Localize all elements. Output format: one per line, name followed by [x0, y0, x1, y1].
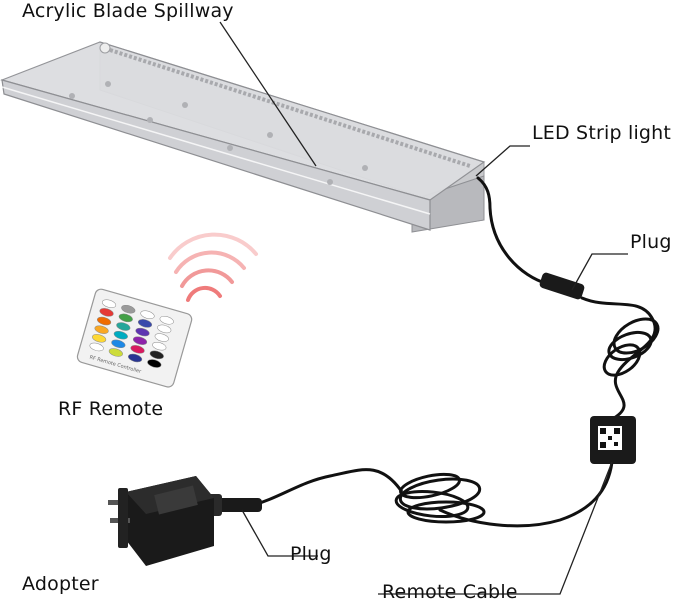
remote-button: [147, 359, 162, 368]
remote-button: [94, 325, 109, 334]
remote-button: [113, 330, 128, 340]
led-strip: [109, 48, 471, 168]
adapter-plug-connector: [208, 494, 262, 516]
spillway-illustration: [0, 41, 486, 233]
remote-button: [157, 324, 172, 334]
remote-button: [121, 305, 136, 314]
label-plug-top: Plug: [630, 231, 672, 253]
remote-button: [89, 342, 104, 352]
remote-button: [111, 339, 126, 349]
remote-button: [101, 299, 117, 308]
label-adopter: Adopter: [22, 573, 99, 595]
label-remote-cable: Remote Cable: [382, 581, 518, 603]
label-rf-remote: RF Remote: [58, 398, 164, 420]
power-adapter: [108, 476, 214, 566]
label-plug-bottom: Plug: [290, 543, 332, 565]
remote-button: [149, 350, 164, 360]
remote-button: [130, 345, 145, 354]
leader-lines: [219, 21, 628, 595]
remote-button: [97, 316, 112, 326]
remote-button: [99, 308, 114, 317]
remote-button: [135, 327, 150, 337]
remote-button: [140, 310, 155, 319]
label-acrylic-blade-spillway: Acrylic Blade Spillway: [22, 0, 234, 22]
remote-button: [154, 333, 169, 342]
rf-remote-control: RF Remote Controller: [76, 288, 193, 388]
rf-signal-icon: [168, 232, 258, 302]
remote-button: [137, 319, 153, 328]
spillway-acrylic-blade: [0, 41, 486, 201]
remote-button: [152, 341, 167, 351]
cable-plug-connector: [539, 272, 585, 300]
remote-button: [132, 336, 148, 345]
remote-button: [128, 353, 143, 363]
spillway-front-lip: [1, 79, 431, 231]
remote-button: [108, 348, 123, 357]
remote-button: [116, 322, 131, 331]
rf-controller-box: [590, 416, 636, 464]
cable-coil-upper: [602, 317, 660, 377]
label-led-strip-light: LED Strip light: [532, 122, 672, 144]
cable-coil-lower: [249, 468, 486, 524]
remote-button: [118, 313, 133, 323]
remote-button: [92, 334, 107, 343]
remote-button: [159, 316, 174, 325]
